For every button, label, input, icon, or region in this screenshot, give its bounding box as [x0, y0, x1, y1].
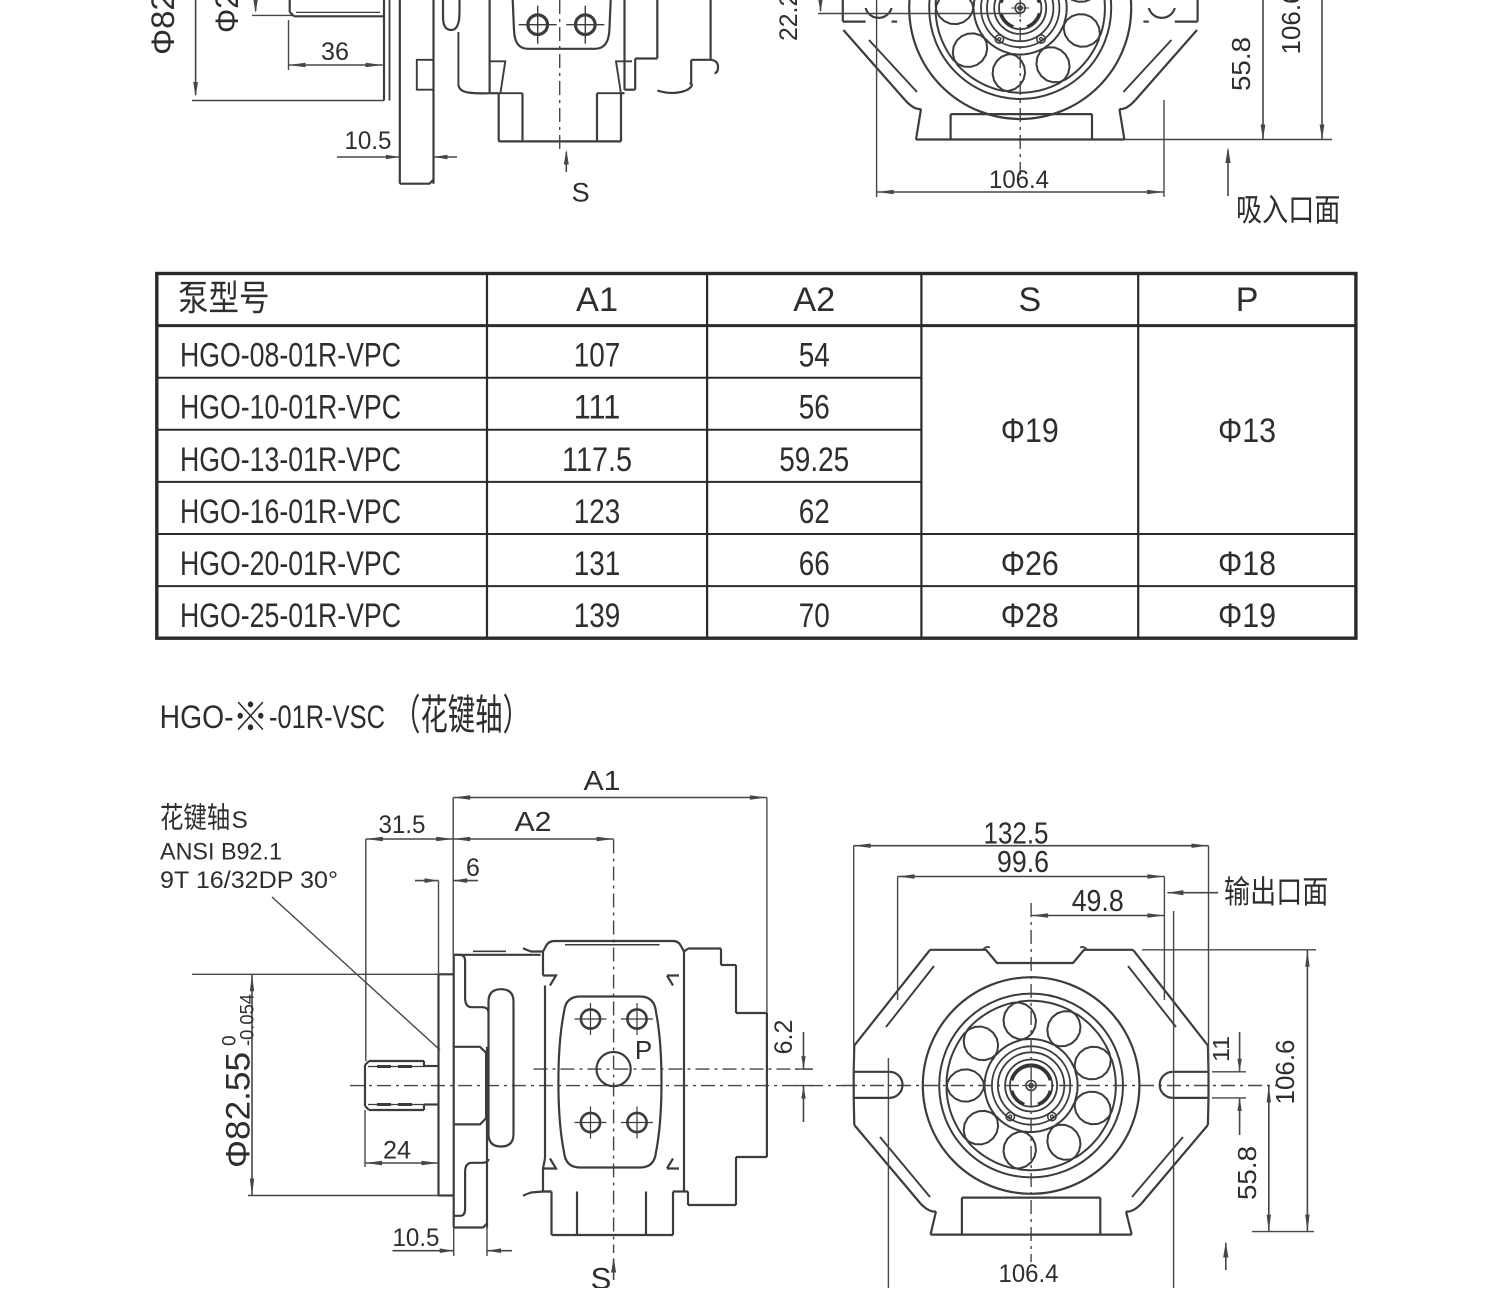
svg-text:9T 16/32DP 30°: 9T 16/32DP 30° — [160, 867, 338, 894]
svg-text:107: 107 — [574, 337, 621, 375]
svg-text:106.4: 106.4 — [999, 1260, 1059, 1288]
svg-text:131: 131 — [574, 545, 621, 583]
svg-text:22.25: 22.25 — [775, 0, 803, 41]
svg-text:36: 36 — [321, 38, 349, 66]
svg-text:Φ13: Φ13 — [1218, 412, 1276, 450]
svg-text:6: 6 — [466, 854, 480, 882]
svg-text:59.25: 59.25 — [779, 441, 849, 479]
svg-text:0: 0 — [220, 1035, 241, 1046]
svg-text:117.5: 117.5 — [562, 441, 632, 479]
svg-text:S: S — [232, 807, 248, 834]
svg-text:123: 123 — [574, 493, 621, 531]
svg-text:66: 66 — [799, 545, 830, 583]
svg-text:106.6: 106.6 — [1276, 0, 1306, 55]
svg-text:99.6: 99.6 — [997, 844, 1049, 879]
svg-text:111: 111 — [574, 389, 621, 427]
svg-text:139: 139 — [574, 597, 621, 635]
svg-text:HGO-25-01R-VPC: HGO-25-01R-VPC — [180, 597, 401, 635]
svg-text:HGO-13-01R-VPC: HGO-13-01R-VPC — [180, 441, 401, 479]
svg-text:106.6: 106.6 — [1270, 1040, 1300, 1105]
svg-text:56: 56 — [799, 389, 830, 427]
svg-text:11: 11 — [1208, 1036, 1234, 1062]
svg-text:54: 54 — [799, 337, 830, 375]
svg-text:62: 62 — [799, 493, 830, 531]
svg-text:Φ28: Φ28 — [1001, 597, 1059, 635]
svg-text:49.8: 49.8 — [1072, 883, 1124, 918]
svg-text:24: 24 — [383, 1137, 411, 1165]
svg-text:55.8: 55.8 — [1232, 1146, 1262, 1200]
svg-text:-0.054: -0.054 — [238, 994, 259, 1046]
svg-text:6.2: 6.2 — [770, 1020, 798, 1055]
svg-text:A1: A1 — [576, 281, 618, 319]
svg-text:HGO-: HGO- — [160, 699, 234, 735]
svg-text:55.8: 55.8 — [1226, 37, 1256, 91]
svg-text:S: S — [591, 1261, 612, 1288]
svg-text:Φ22: Φ22 — [209, 0, 245, 33]
svg-text:HGO-20-01R-VPC: HGO-20-01R-VPC — [180, 545, 401, 583]
svg-text:10.5: 10.5 — [345, 127, 392, 155]
svg-text:S: S — [572, 178, 590, 208]
svg-text:132.5: 132.5 — [984, 816, 1049, 851]
svg-text:Φ82.55: Φ82.55 — [220, 1052, 258, 1168]
svg-text:A2: A2 — [515, 806, 552, 837]
svg-text:P: P — [635, 1035, 652, 1065]
svg-text:HGO-10-01R-VPC: HGO-10-01R-VPC — [180, 389, 401, 427]
svg-text:10.5: 10.5 — [393, 1224, 440, 1252]
svg-text:106.4: 106.4 — [989, 166, 1049, 194]
svg-text:A2: A2 — [793, 281, 835, 319]
svg-text:P: P — [1236, 281, 1259, 319]
svg-text:ANSI B92.1: ANSI B92.1 — [160, 838, 282, 865]
svg-text:Φ82.5: Φ82.5 — [145, 0, 181, 55]
svg-text:Φ19: Φ19 — [1218, 597, 1276, 635]
svg-text:70: 70 — [799, 597, 830, 635]
svg-text:Φ19: Φ19 — [1001, 412, 1059, 450]
svg-text:HGO-16-01R-VPC: HGO-16-01R-VPC — [180, 493, 401, 531]
svg-text:HGO-08-01R-VPC: HGO-08-01R-VPC — [180, 337, 401, 375]
svg-text:Φ18: Φ18 — [1218, 545, 1276, 583]
svg-text:31.5: 31.5 — [379, 811, 426, 839]
svg-text:Φ26: Φ26 — [1001, 545, 1059, 583]
svg-text:A1: A1 — [584, 765, 621, 796]
svg-text:S: S — [1018, 281, 1041, 319]
svg-text:-01R-VSC: -01R-VSC — [269, 699, 385, 735]
